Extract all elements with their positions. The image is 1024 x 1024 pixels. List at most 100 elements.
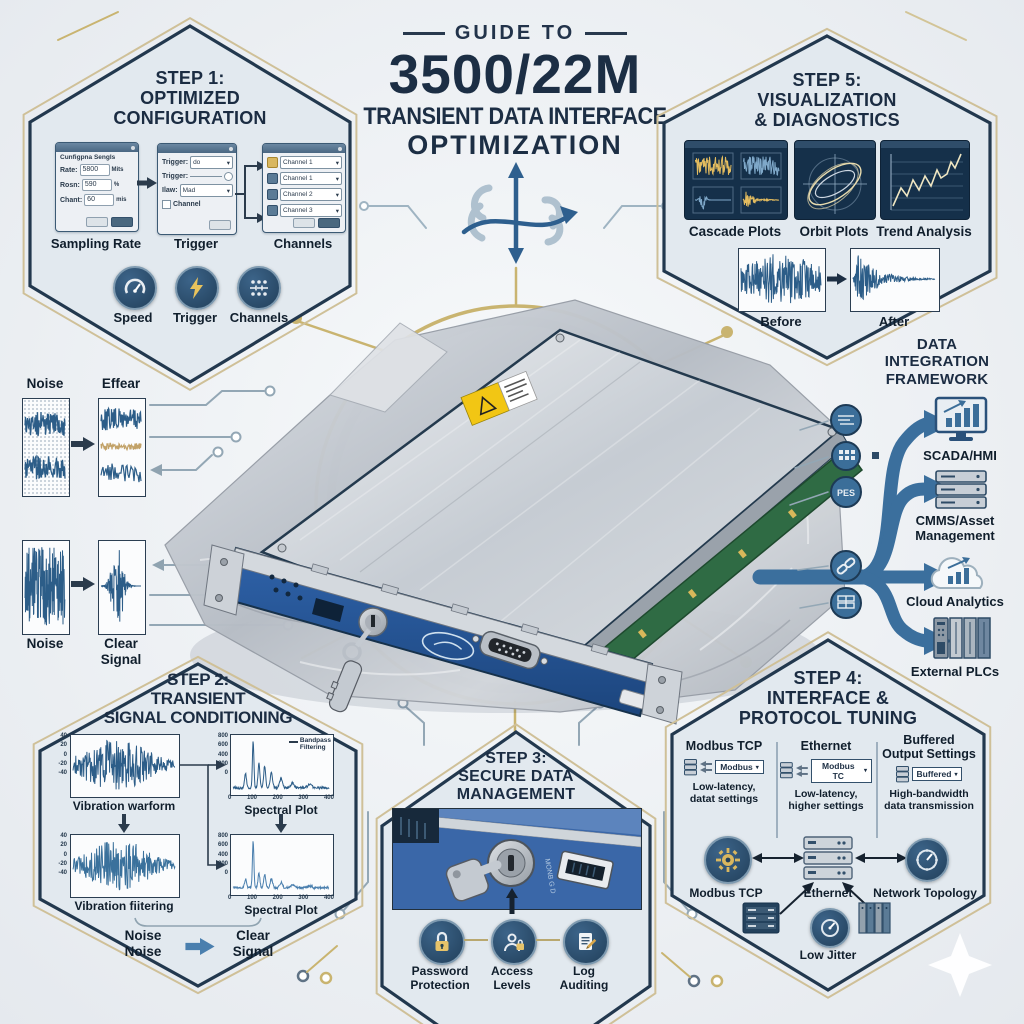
after-plot <box>850 248 940 312</box>
trigger-icon <box>175 266 219 310</box>
server-icon <box>780 762 793 779</box>
step1-heading: STEP 1: OPTIMIZED CONFIGURATION <box>113 68 267 129</box>
spectral2-plot <box>230 834 334 896</box>
modbus-column: Modbus TCP Modbus▾ Low-latency, datat se… <box>676 739 772 806</box>
modbus-node-label: Modbus TCP <box>689 886 763 900</box>
buffered-dropdown: Buffered▾ <box>911 767 963 781</box>
rate-unit: Mits <box>111 167 124 173</box>
ethernet-node-label: Ethernet <box>803 886 853 900</box>
buffered-column: Buffered Output Settings Buffered▾ High-… <box>878 733 980 813</box>
external-plcs-icon <box>933 617 991 659</box>
arrow-right-icon <box>71 577 95 591</box>
data-flow-icon <box>461 162 578 264</box>
rate-label: Rate: <box>60 166 78 174</box>
waveform1-plot <box>70 734 180 798</box>
chant-unit: mis <box>116 197 127 203</box>
rate-input: 5800 <box>79 164 110 176</box>
integration-heading: DATA INTEGRATION FRAMEWORK <box>884 336 990 388</box>
speed-label: Speed <box>113 310 153 325</box>
cancel-button <box>86 217 108 227</box>
channels-icon <box>237 266 281 310</box>
channel-icon <box>267 157 278 168</box>
integration-block: DATA INTEGRATION FRAMEWORK SCADA/HMI CMM… <box>830 336 1024 688</box>
arrows-left-icon <box>700 761 713 774</box>
checkbox-label: Channel <box>173 201 201 208</box>
sampling-dialog-title: Cunfigpna Sengls <box>60 154 116 161</box>
modbus-col-title: Modbus TCP <box>685 739 763 753</box>
password-protection-icon <box>419 919 465 965</box>
spectral1-plot: Bandpass Filtering <box>230 734 334 796</box>
ilaw-dropdown: Mad▾ <box>179 184 233 197</box>
trend-caption: Trend Analysis <box>876 224 972 239</box>
after-label: After <box>878 314 910 329</box>
column-separator <box>876 742 878 838</box>
ethernet-dropdown: Modbus TC▾ <box>810 758 872 783</box>
title-line3: OPTIMIZATION <box>407 130 623 161</box>
effear-box <box>98 398 146 497</box>
trigger-dialog: Trigger:do▾ Trigger: Ilaw:Mad▾ Channel <box>157 143 237 235</box>
step5-heading: STEP 5: VISUALIZATION & DIAGNOSTICS <box>754 70 900 131</box>
ok-button <box>111 217 133 227</box>
modbus-dropdown: Modbus▾ <box>715 760 764 775</box>
caution-label <box>460 370 538 426</box>
integration-flow <box>752 410 952 655</box>
clear-signal-label: Clear Signal <box>100 636 142 667</box>
legend-label: Bandpass Filtering <box>299 737 331 752</box>
cloud-analytics-icon <box>930 557 984 589</box>
channel-icon <box>267 173 278 184</box>
password-label: Password Protection <box>410 964 470 993</box>
panel-titlebar <box>685 141 787 148</box>
arrow-right-icon <box>137 177 157 189</box>
modbus-desc: Low-latency, datat settings <box>689 780 759 806</box>
scada-label: SCADA/HMI <box>923 448 997 463</box>
orbit-plots-panel <box>794 140 876 220</box>
module-photo <box>164 299 864 725</box>
modbus-gear-icon <box>704 836 752 884</box>
arrow-up-icon <box>506 888 518 914</box>
double-arrow <box>752 853 804 863</box>
panel-titlebar <box>881 141 969 148</box>
step2-hexagon: STEP 2: TRANSIENT SIGNAL CONDITIONING 40… <box>40 664 356 986</box>
step3-heading: STEP 3: SECURE DATA MANAGEMENT <box>456 750 576 803</box>
trigger2-label: Trigger: <box>162 173 189 180</box>
ethernet-column: Ethernet Modbus TC▾ Low-latency, higher … <box>780 739 872 813</box>
network-topology-icon <box>905 838 949 882</box>
access-label: Access Levels <box>490 964 534 993</box>
plc-icon <box>858 902 891 934</box>
ilaw-label: Ilaw: <box>162 187 178 194</box>
channels-icon-label: Channels <box>229 310 289 325</box>
channels-caption: Channels <box>273 236 333 251</box>
channels-dialog: Channel 1▾ Channel 1▾ Channel 2▾ Channel… <box>262 143 346 233</box>
toggle-knob <box>224 172 233 181</box>
trigger-dropdown: do▾ <box>190 156 233 169</box>
channel-icon <box>267 189 278 200</box>
cmms-icon <box>935 470 987 509</box>
step3-hexagon: STEP 3: SECURE DATA MANAGEMENT MONB G D … <box>382 732 650 1024</box>
dialog-connectors <box>235 161 266 223</box>
waveform2-caption: Vibration fiitering <box>74 899 174 913</box>
channel-checkbox <box>162 200 171 209</box>
chant-input: 60 <box>84 194 115 206</box>
arrow-right-icon <box>827 273 847 285</box>
channel2-dropdown: Channel 1▾ <box>280 172 342 185</box>
title-model: 3500/22M <box>388 43 642 105</box>
arrow-down-icon <box>118 814 130 833</box>
chant-label: Chant: <box>60 196 83 204</box>
brace <box>134 917 262 927</box>
ok-button <box>209 220 231 230</box>
plcs-label: External PLCs <box>910 664 1000 679</box>
clear-signal-label2: Clear Signal <box>232 928 274 959</box>
step1-hexagon: STEP 1: OPTIMIZED CONFIGURATION Cunfigpn… <box>30 26 350 382</box>
step5-hexagon: STEP 5: VISUALIZATION & DIAGNOSTICS Casc… <box>664 36 990 358</box>
scada-hmi-icon <box>934 396 988 441</box>
step4-hexagon: STEP 4: INTERFACE & PROTOCOL TUNING Modb… <box>672 640 984 990</box>
channel4-dropdown: Channel 3▾ <box>280 204 342 217</box>
rosn-unit: % <box>113 182 120 188</box>
trigger-label: Trigger: <box>162 159 189 166</box>
panel-titlebar <box>795 141 875 148</box>
buffered-desc: High-bandwidth data transmission <box>884 787 974 813</box>
